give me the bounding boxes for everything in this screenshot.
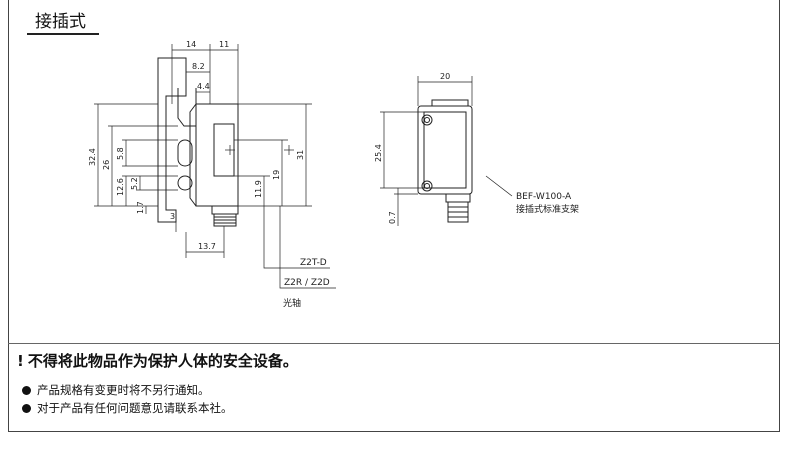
dim-32-4: 32.4 xyxy=(88,148,97,166)
bracket-slot-lower xyxy=(177,175,193,191)
label-model-z2r-z2d: Z2R / Z2D xyxy=(284,278,330,288)
front-top-lip xyxy=(431,99,469,107)
dim-5-2: 5.2 xyxy=(130,177,139,190)
section-title: 接插式 xyxy=(35,12,86,32)
label-optical-axis: 光轴 xyxy=(283,297,301,309)
dim-12-6: 12.6 xyxy=(116,178,125,196)
connector-collar xyxy=(211,205,239,215)
label-model-z2t-d: Z2T-D xyxy=(300,258,327,268)
content-panel xyxy=(8,0,780,432)
mount-hole-bottom xyxy=(421,180,433,192)
dim-25-4: 25.4 xyxy=(374,144,383,162)
front-inner-outline xyxy=(423,111,467,189)
dim-13-7: 13.7 xyxy=(198,242,216,251)
dim-3: 3 xyxy=(170,212,175,221)
bullet-icon xyxy=(22,385,31,395)
left-dimension-lines xyxy=(94,44,336,289)
sensor-side-step xyxy=(189,103,197,207)
note-text: 产品规格有变更时将不另行通知。 xyxy=(37,383,210,397)
mount-hole-top xyxy=(421,114,433,126)
dim-0-7: 0.7 xyxy=(388,211,397,224)
dim-31: 31 xyxy=(296,150,305,160)
list-item: 产品规格有变更时将不另行通知。 xyxy=(22,381,233,399)
bracket-slot-upper xyxy=(177,139,193,167)
right-dimension-lines xyxy=(380,76,513,226)
section-title-underline xyxy=(27,33,99,35)
dim-20: 20 xyxy=(440,72,450,81)
safety-warning-text: 不得将此物品作为保护人体的安全设备。 xyxy=(27,352,298,370)
sensor-body-outline xyxy=(195,103,239,207)
exclamation-icon: ! xyxy=(17,352,24,370)
dim-4-4: 4.4 xyxy=(197,82,210,91)
label-bracket-desc: 接插式标准支架 xyxy=(516,203,579,215)
dim-11-9: 11.9 xyxy=(254,180,263,198)
note-text: 对于产品有任何问题意见请联系本社。 xyxy=(37,401,233,415)
dim-1-7: 1.7 xyxy=(136,201,145,214)
notes-list: 产品规格有变更时将不另行通知。 对于产品有任何问题意见请联系本社。 xyxy=(22,381,233,417)
safety-warning: !不得将此物品作为保护人体的安全设备。 xyxy=(17,350,298,371)
list-item: 对于产品有任何问题意见请联系本社。 xyxy=(22,399,233,417)
label-bracket-model: BEF-W100-A xyxy=(516,192,572,202)
bullet-icon xyxy=(22,403,31,413)
dim-19: 19 xyxy=(272,170,281,180)
dim-11: 11 xyxy=(219,40,229,49)
dim-5-8: 5.8 xyxy=(116,147,125,160)
dim-14: 14 xyxy=(186,40,196,49)
dim-8-2: 8.2 xyxy=(192,62,205,71)
dim-26: 26 xyxy=(102,160,111,170)
warning-divider xyxy=(8,343,780,344)
front-connector-collar xyxy=(445,193,471,203)
